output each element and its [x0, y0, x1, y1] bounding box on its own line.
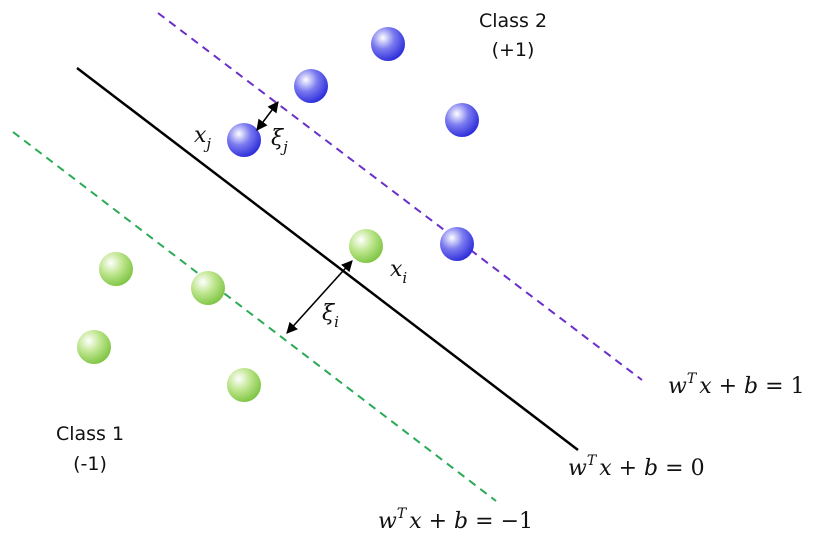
eq1-b: b	[744, 374, 758, 399]
class2-point	[294, 69, 328, 103]
xi-i-base: ξ	[322, 301, 336, 326]
x-j-sub: j	[203, 135, 211, 153]
class1-point	[191, 271, 225, 305]
eq1-w: w	[668, 374, 687, 399]
eq0-T: T	[587, 453, 598, 469]
eq1-eq: =	[765, 374, 783, 399]
negative-margin-line	[12, 131, 497, 502]
eqm1-rhs: −1	[501, 509, 533, 534]
eqm1-plus: +	[429, 509, 447, 534]
eq1-rhs: 1	[791, 374, 805, 399]
x-i-base: x	[390, 257, 403, 282]
xi-j-sub: j	[280, 138, 288, 156]
eq1-x: x	[699, 374, 712, 399]
eq1-plus: +	[719, 374, 737, 399]
class2-point-x-j	[227, 123, 261, 157]
class2-points	[227, 27, 479, 261]
class2-point	[445, 103, 479, 137]
class2-sign: (+1)	[492, 39, 535, 61]
class1-point	[77, 330, 111, 364]
eqm1-T: T	[397, 506, 408, 522]
point-label-x-j: xj	[194, 123, 211, 153]
eqm1-eq: =	[475, 509, 493, 534]
class1-point	[99, 252, 133, 286]
xi-j-base: ξ	[271, 126, 285, 151]
class2-name: Class 2	[479, 10, 547, 32]
positive-margin-line	[157, 12, 643, 381]
class1-point-x-i	[349, 229, 383, 263]
eq0-x: x	[599, 456, 612, 481]
class1-points	[77, 229, 383, 402]
slack-label-xi-i: ξi	[322, 301, 339, 331]
point-label-x-i: xi	[390, 257, 407, 287]
class2-point	[440, 227, 474, 261]
eq0-plus: +	[619, 456, 637, 481]
class1-sign: (-1)	[73, 453, 107, 475]
slack-label-xi-j: ξj	[271, 126, 288, 156]
eq0-rhs: 0	[691, 456, 705, 481]
eqm1-x: x	[409, 509, 422, 534]
slack-arrow-j	[256, 101, 279, 131]
slack-arrow-i	[286, 260, 353, 334]
eqm1-w: w	[378, 509, 397, 534]
decision-boundary-line	[76, 67, 579, 451]
eq0-eq: =	[665, 456, 683, 481]
class2-point	[371, 27, 405, 61]
xi-i-sub: i	[334, 313, 339, 331]
eq0-b: b	[644, 456, 658, 481]
eqm1-b: b	[454, 509, 468, 534]
eq1-T: T	[687, 371, 698, 387]
class1-name: Class 1	[56, 423, 124, 445]
x-j-base: x	[194, 123, 207, 148]
class1-point	[227, 368, 261, 402]
eq0-w: w	[568, 456, 587, 481]
x-i-sub: i	[402, 269, 407, 287]
